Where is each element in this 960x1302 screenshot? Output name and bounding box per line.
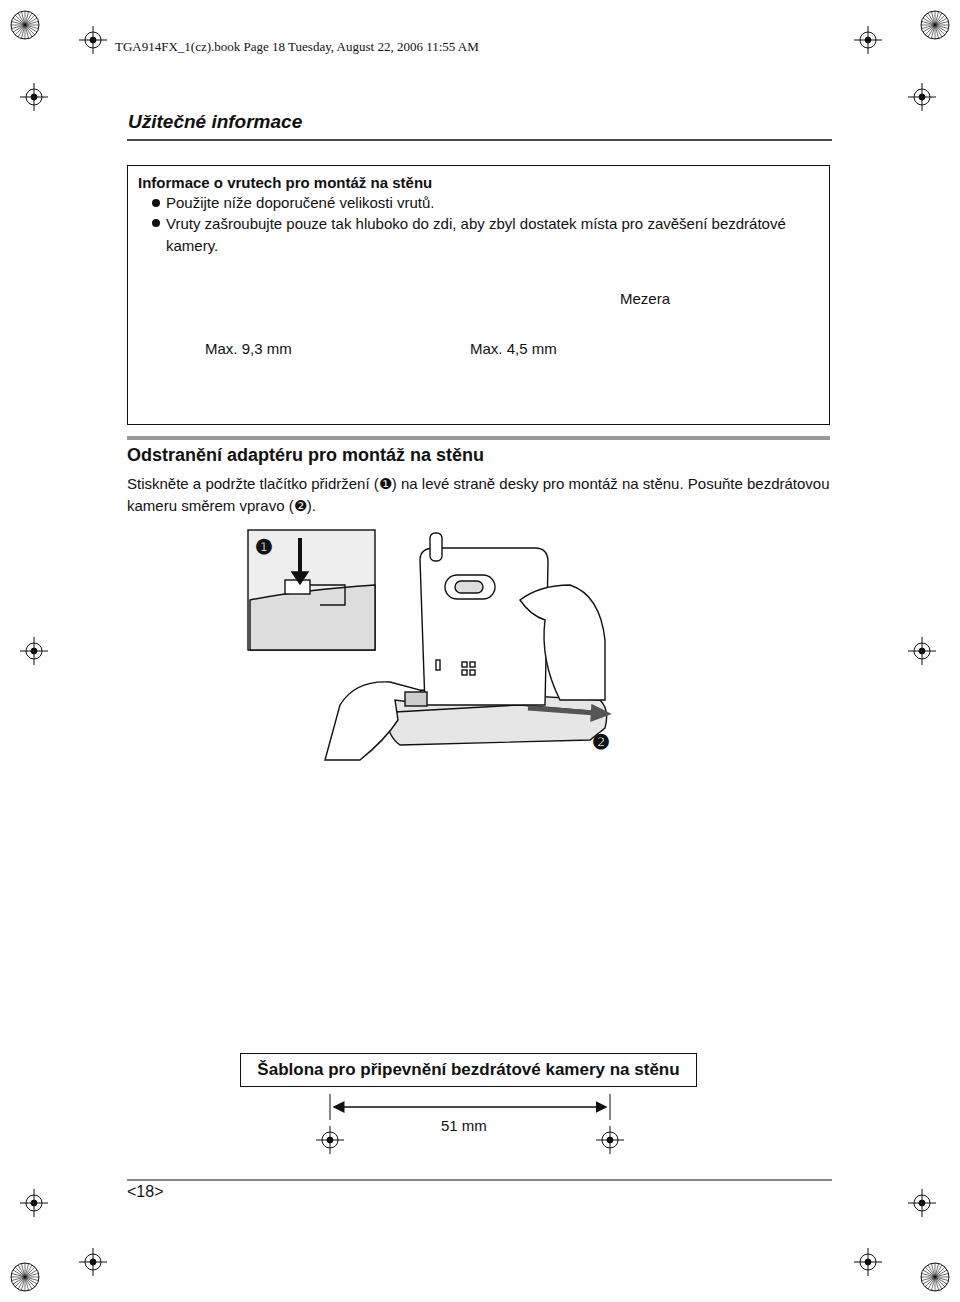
box-heading: Šablona pro připevnění bezdrátové kamery… (249, 1060, 688, 1080)
page-title: Užitečné informace (128, 111, 302, 133)
page-number: <18> (127, 1183, 163, 1201)
print-header: TGA914FX_1(cz).book Page 18 Tuesday, Aug… (115, 39, 479, 55)
box-heading: Informace o vrutech pro montáž na stěnu (138, 174, 817, 191)
camera-illustration (248, 530, 610, 760)
callout-number: ❷ (592, 730, 610, 754)
section-rule (127, 436, 830, 440)
box-bullet: Vruty zašroubujte pouze tak hluboko do z… (138, 213, 817, 257)
box-bullet: Použijte níže doporučené velikosti vrutů… (138, 193, 817, 213)
callout-number: ❶ (255, 535, 273, 559)
section-heading: Odstranění adaptéru pro montáž na stěnu (127, 445, 484, 466)
dimension: Max. 4,5 mm (470, 340, 557, 357)
template-box: Šablona pro připevnění bezdrátové kamery… (240, 1053, 697, 1087)
info-box: Informace o vrutech pro montáž na stěnuP… (127, 165, 830, 425)
dimension: 51 mm (441, 1117, 487, 1134)
title-rule (127, 139, 832, 141)
instruction-text: Stiskněte a podržte tlačítko přidržení (… (127, 473, 832, 517)
dimension: Max. 9,3 mm (205, 340, 292, 357)
gap-label: Mezera (620, 290, 670, 307)
